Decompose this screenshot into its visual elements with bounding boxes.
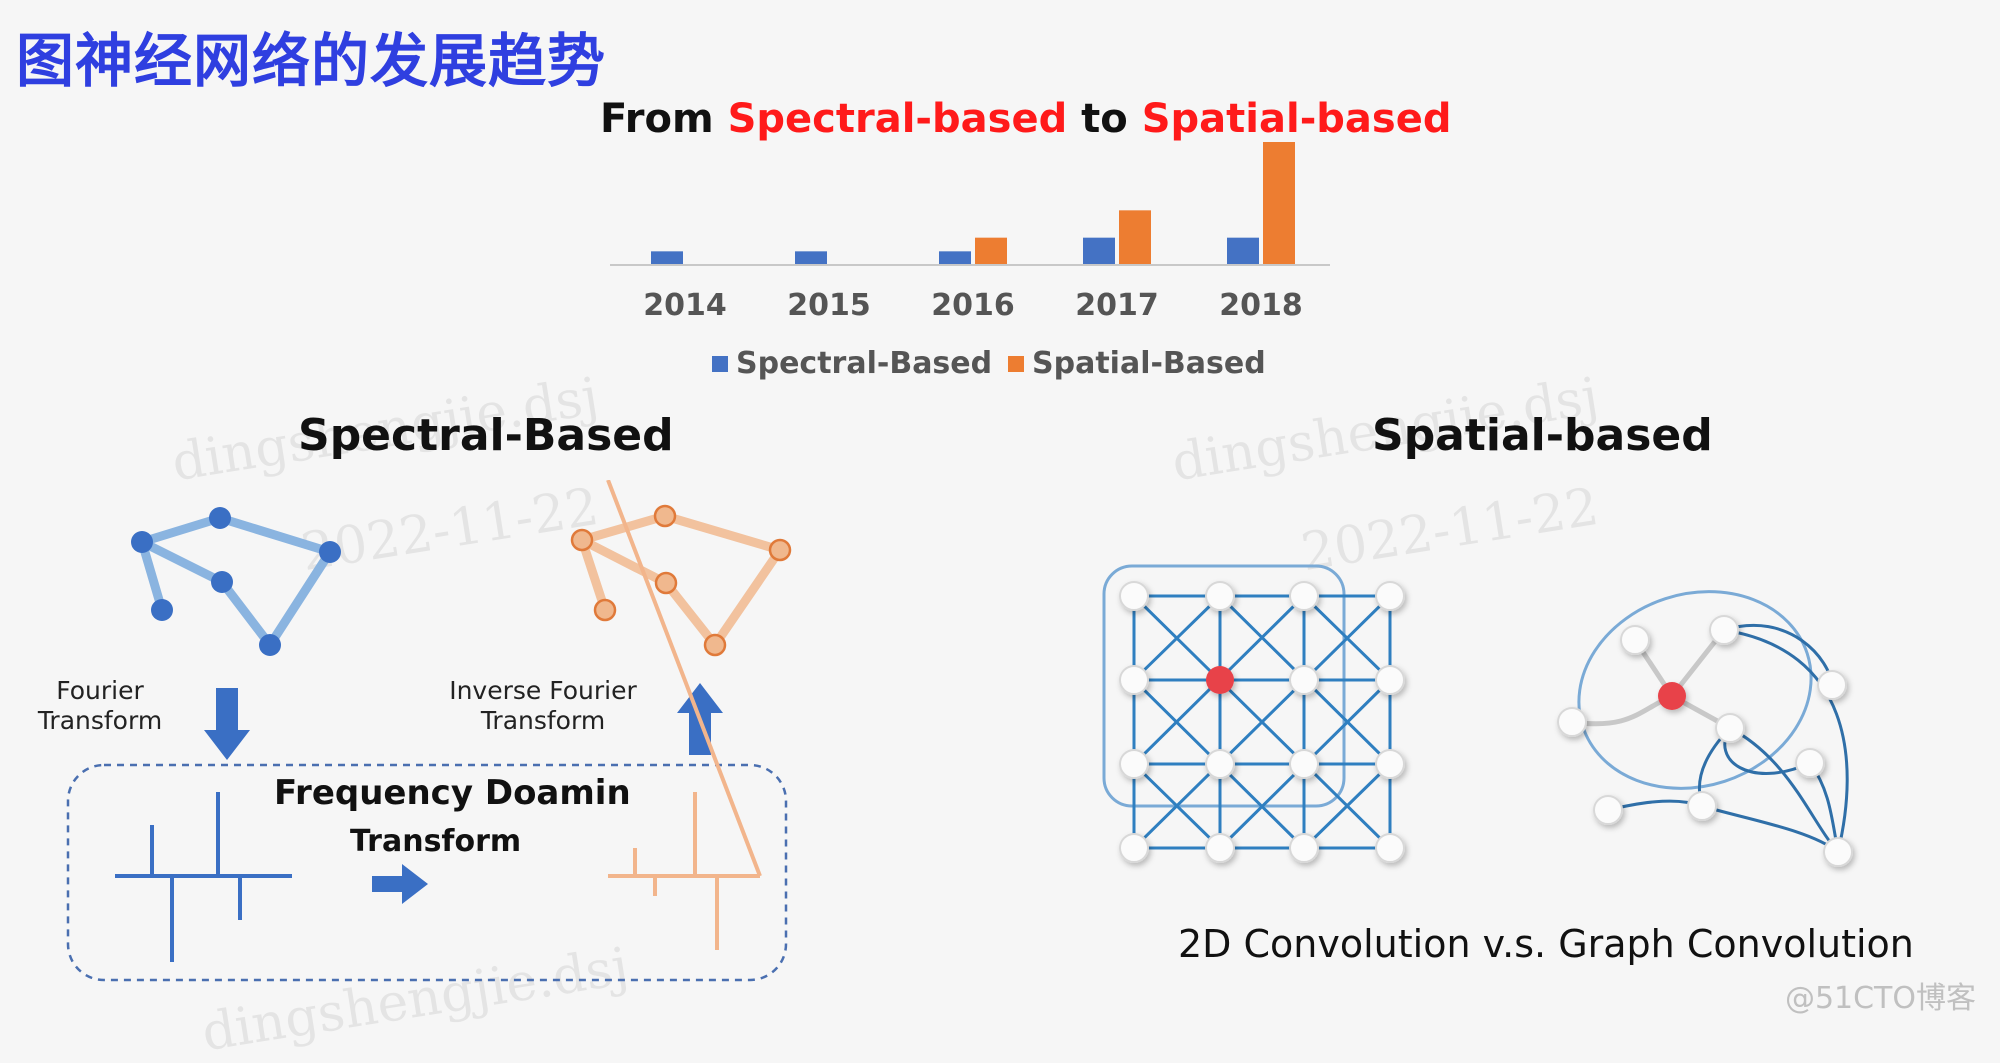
bar-spectral-based-2017 (1083, 237, 1115, 265)
spectrum-blue (115, 792, 292, 962)
chart-legend: Spectral-Based Spatial-Based (712, 346, 1266, 381)
tick-label-2016: 2016 (931, 288, 1015, 323)
page-title: 图神经网络的发展趋势 (16, 27, 607, 95)
spectral-diagram (66, 480, 792, 982)
legend-label-1: Spatial-Based (1032, 346, 1266, 381)
bar-spatial-based-2018 (1263, 142, 1295, 265)
legend-swatch-1 (1008, 356, 1024, 372)
chart-title-spectral: Spectral-based (727, 96, 1068, 142)
bar-spatial-based-2016 (975, 237, 1007, 265)
legend-label-0: Spectral-Based (736, 346, 992, 381)
arrow-down-icon (204, 688, 250, 760)
convolution-diagram (1102, 564, 1853, 867)
spatial-section-title: Spatial-based (1372, 410, 1713, 461)
chart-title-middle: to (1081, 96, 1128, 142)
bar-spectral-based-2016 (939, 251, 971, 265)
inverse-fourier-label: Inverse Fourier Transform (449, 676, 637, 735)
grid-2d-convolution (1102, 564, 1405, 863)
bar-spectral-based-2014 (651, 251, 683, 265)
chart-title: From Spectral-based to Spatial-based (600, 96, 1451, 142)
frequency-domain-subtitle: Transform (350, 824, 522, 859)
legend-swatch-0 (712, 356, 728, 372)
tick-label-2015: 2015 (787, 288, 871, 323)
frequency-domain-box (66, 763, 788, 982)
spectral-section-title: Spectral-Based (298, 410, 674, 461)
tick-label-2017: 2017 (1075, 288, 1159, 323)
chart-title-prefix: From (600, 96, 714, 142)
convolution-caption: 2D Convolution v.s. Graph Convolution (1178, 922, 1914, 966)
chart-tick-labels: 2014 2015 2016 2017 2018 (643, 288, 1303, 323)
frequency-domain-title: Frequency Doamin (274, 773, 631, 813)
tick-label-2018: 2018 (1219, 288, 1303, 323)
bar-spatial-based-2017 (1119, 210, 1151, 265)
bar-spectral-based-2015 (795, 251, 827, 265)
spatial-graph-orange (570, 504, 792, 657)
site-logo: @51CTO博客 (1784, 981, 1976, 1016)
tick-label-2014: 2014 (643, 288, 727, 323)
bar-chart: 2014 2015 2016 2017 2018 Spectral-Based Spati… (610, 142, 1330, 381)
graph-convolution (1557, 590, 1853, 867)
chart-title-spatial: Spatial-based (1141, 96, 1452, 142)
fourier-transform-label: Fourier Transform (37, 676, 163, 735)
arrow-right-icon (372, 864, 428, 904)
bar-spectral-based-2018 (1227, 237, 1259, 265)
spatial-graph-blue (131, 507, 341, 656)
chart-bars (651, 142, 1295, 265)
spectrum-orange (606, 480, 762, 950)
